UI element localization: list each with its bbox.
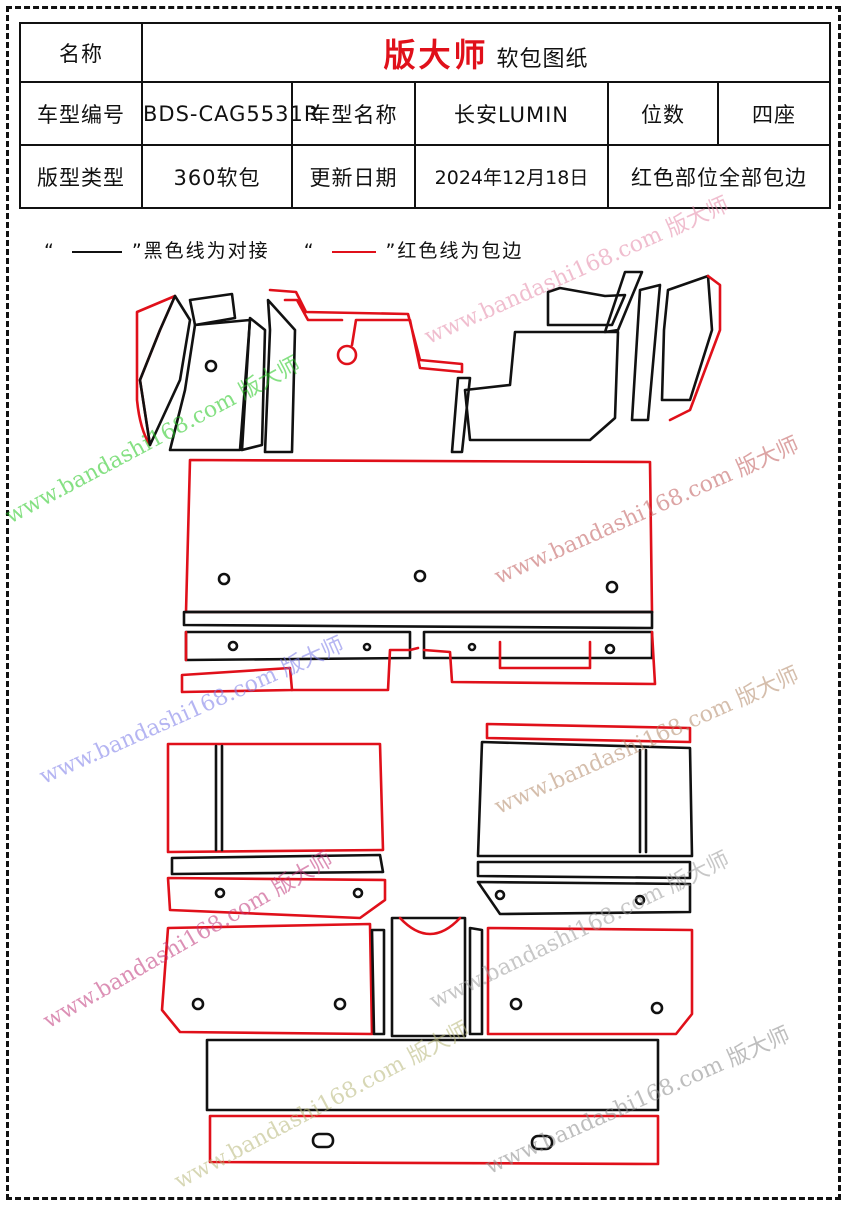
info-table: 名称 版大师软包图纸 车型编号 BDS-CAG5531R 车型名称 长安LUMI…	[19, 22, 831, 209]
line-legend: “ ”黑色线为对接 “ ”红色线为包边	[38, 236, 523, 263]
type-value: 360软包	[141, 144, 293, 209]
front-tunnel	[268, 288, 464, 374]
seats-value: 四座	[717, 81, 831, 146]
seats-label: 位数	[607, 81, 719, 146]
front-right-door-panels	[450, 270, 722, 454]
legend-red-open: “	[303, 240, 316, 262]
legend-red-text: ”红色线为包边	[385, 240, 524, 262]
name-label: 名称	[19, 22, 143, 83]
page-frame	[6, 6, 841, 1200]
trunk-mats	[205, 1038, 660, 1166]
black-line-swatch	[71, 250, 122, 253]
title-cell: 版大师软包图纸	[141, 22, 831, 83]
legend-black-text: ”黑色线为对接	[131, 240, 270, 262]
rear-right-panel	[476, 722, 694, 916]
brand-subtitle: 软包图纸	[496, 46, 589, 72]
date-value: 2024年12月18日	[414, 144, 609, 209]
red-line-swatch	[331, 250, 376, 253]
brand-title: 版大师	[383, 35, 489, 74]
model-code: BDS-CAG5531R	[141, 81, 318, 146]
model-name: 长安LUMIN	[414, 81, 609, 146]
type-label: 版型类型	[19, 144, 143, 209]
date-label: 更新日期	[291, 144, 416, 209]
rear-left-panel	[166, 742, 387, 920]
rear-floor-mats	[160, 916, 694, 1038]
model-name-label: 车型名称	[291, 81, 416, 146]
legend-black-open: “	[44, 240, 56, 262]
front-left-door-panels	[135, 292, 297, 454]
model-code-label: 车型编号	[19, 81, 143, 146]
note-value: 红色部位全部包边	[607, 144, 831, 209]
front-seat-rails	[180, 610, 657, 694]
